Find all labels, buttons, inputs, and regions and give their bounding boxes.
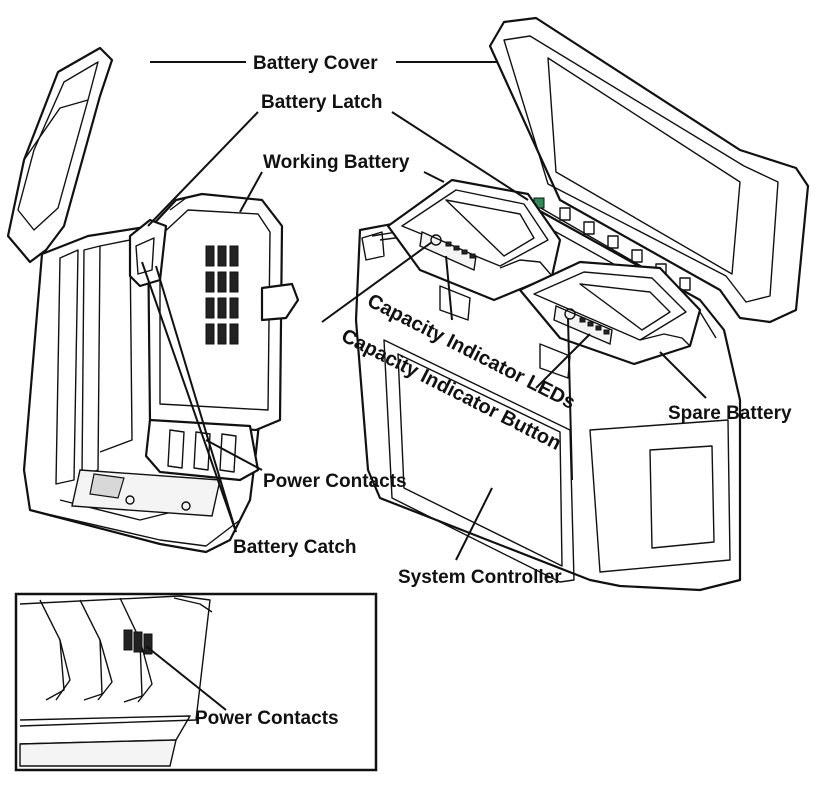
label-working-battery: Working Battery <box>263 152 410 173</box>
leader-lines <box>141 61 707 711</box>
label-power-contacts: Power Contacts <box>263 471 407 492</box>
hinge-teeth <box>559 207 691 291</box>
label-inset-power-contacts: Power Contacts <box>195 708 339 729</box>
working-battery-leds <box>445 241 476 259</box>
right-unit-illustration <box>354 16 810 592</box>
spare-battery-leds <box>579 317 610 335</box>
label-system-controller: System Controller <box>398 567 562 588</box>
left-unit-illustration <box>6 46 300 554</box>
label-battery-catch: Battery Catch <box>233 537 357 558</box>
battery-vent-slots <box>205 245 239 345</box>
power-contacts-inset <box>14 592 378 772</box>
label-battery-cover: Battery Cover <box>253 53 378 74</box>
label-battery-latch: Battery Latch <box>261 92 382 113</box>
label-spare-battery: Spare Battery <box>668 403 792 424</box>
